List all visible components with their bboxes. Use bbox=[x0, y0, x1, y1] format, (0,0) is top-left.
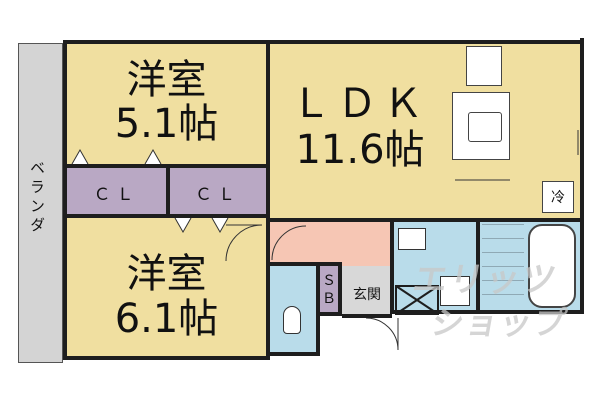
washing-machine-icon bbox=[440, 276, 470, 306]
closet-2-label: ＣＬ bbox=[195, 185, 241, 205]
stove bbox=[466, 46, 502, 86]
western-room-1-size: 5.1帖 bbox=[114, 101, 219, 147]
closet-1-label: ＣＬ bbox=[93, 185, 140, 205]
ldk-name: ＬＤＫ bbox=[291, 81, 429, 127]
western-room-1-name: 洋室 bbox=[126, 57, 207, 103]
bathtub-icon bbox=[528, 224, 576, 308]
toilet-icon bbox=[283, 306, 301, 334]
ldk-room bbox=[266, 40, 584, 222]
veranda-label: ベランダ bbox=[28, 160, 46, 236]
fridge bbox=[542, 181, 574, 213]
shower-floor-tiles bbox=[482, 224, 524, 308]
genkan bbox=[342, 266, 392, 316]
sink bbox=[468, 112, 502, 142]
watermark-line-2: ショップ bbox=[428, 304, 572, 342]
genkan-label: 玄関 bbox=[353, 287, 381, 303]
western-room-2 bbox=[63, 214, 270, 360]
fridge-label: 冷 bbox=[551, 190, 565, 206]
veranda bbox=[18, 43, 63, 363]
wash-basin-icon bbox=[398, 228, 426, 250]
shoe-box-label: ＳＢ bbox=[322, 273, 336, 307]
ldk-size: 11.6帖 bbox=[295, 127, 425, 173]
shoe-box bbox=[316, 262, 342, 316]
western-room-2-size: 6.1帖 bbox=[114, 296, 219, 342]
watermark-line-1: エリッツ bbox=[409, 260, 561, 300]
western-room-2-name: 洋室 bbox=[126, 251, 207, 297]
